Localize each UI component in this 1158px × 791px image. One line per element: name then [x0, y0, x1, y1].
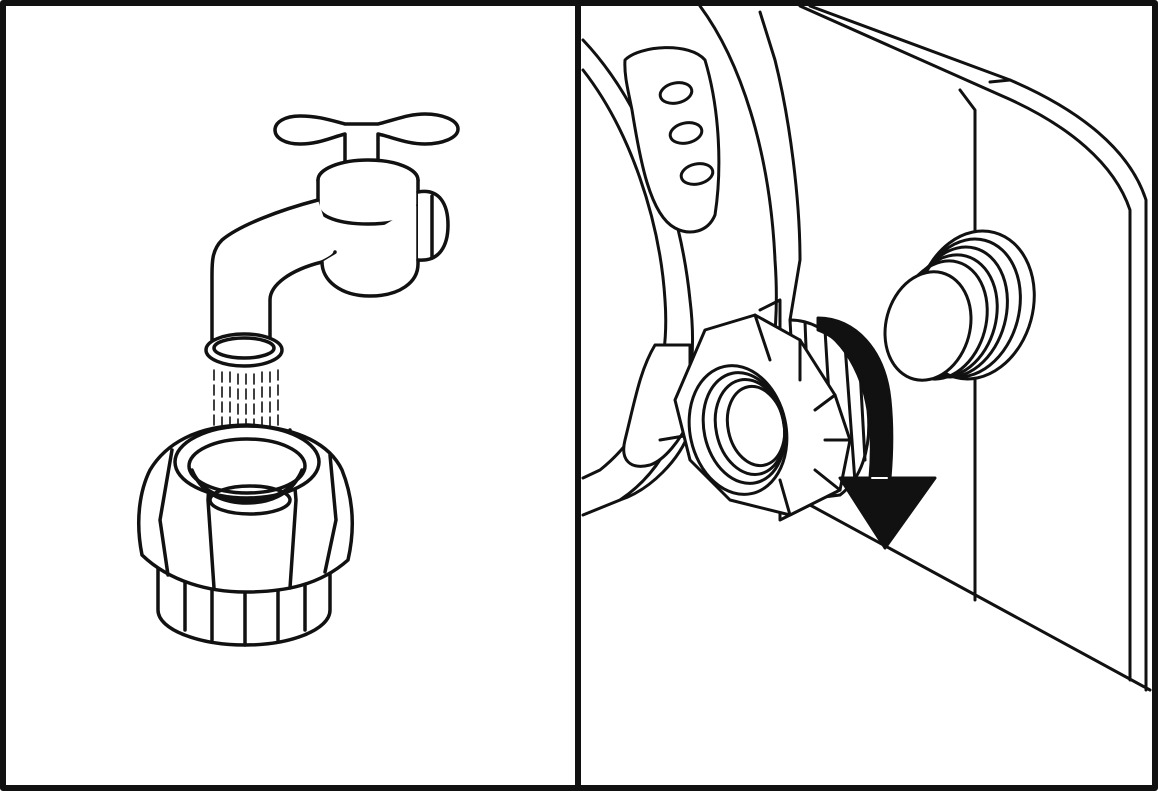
right-panel — [581, 4, 1152, 692]
hose-coupling-icon — [137, 423, 354, 647]
threaded-inlet-icon — [883, 229, 1036, 382]
machine-housing — [758, 4, 1152, 692]
hose-coupling-icon — [673, 313, 871, 517]
faucet-icon — [204, 112, 460, 368]
rotation-arrow-icon — [816, 316, 937, 550]
left-panel — [137, 112, 460, 647]
